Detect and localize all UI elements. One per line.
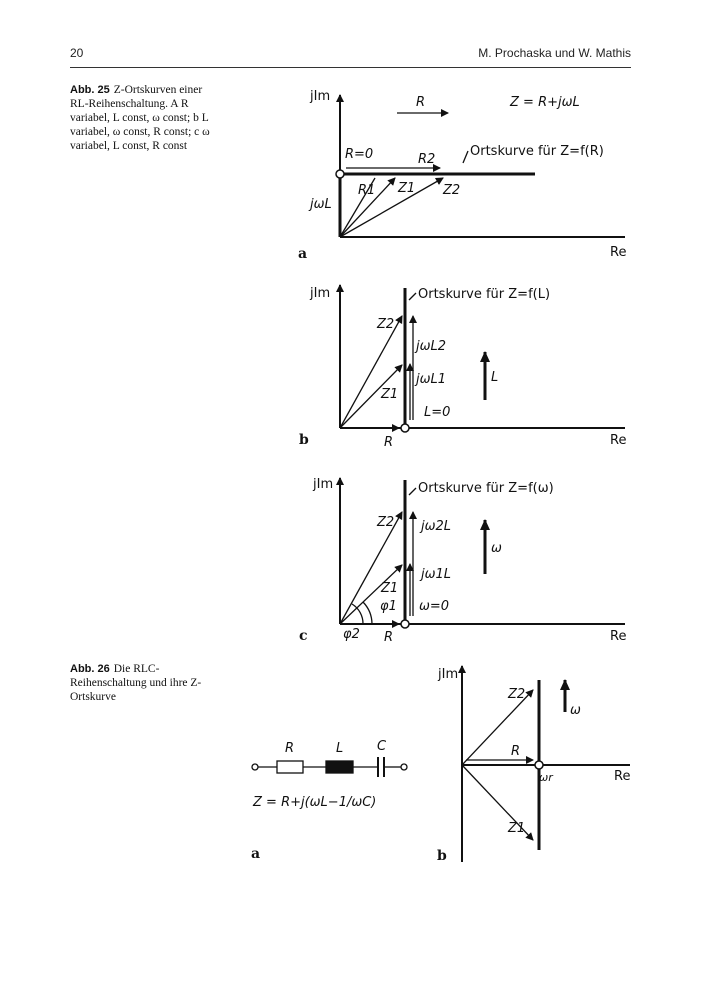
panel-label: c [299, 628, 308, 644]
x-axis-label: Re [610, 433, 626, 448]
panel-label: b [437, 848, 447, 864]
jwl2-label: jωL2 [414, 339, 446, 354]
jw2l-label: jω2L [419, 519, 451, 534]
omega-variable-label: ω [491, 541, 502, 556]
inductor-label: L [336, 741, 343, 756]
z2-phasor [339, 177, 444, 238]
phi2-arc [351, 603, 364, 625]
z1-label: Z1 [380, 581, 398, 596]
l0-point [400, 423, 410, 433]
z1-phasor [461, 764, 534, 841]
x-axis-label: Re [614, 769, 630, 784]
locus-leader [462, 150, 469, 164]
panel-label: a [298, 246, 307, 262]
w0-label: ω=0 [419, 599, 449, 614]
capacitor-label: C [377, 739, 387, 754]
z1-phasor [339, 177, 396, 238]
z1-phasor [339, 364, 403, 429]
figure-25-number: Abb. 25 [70, 84, 110, 96]
z2-label: Z2 [376, 515, 394, 530]
jw1l-label: jω1L [419, 567, 451, 582]
y-axis-label: jIm [309, 89, 330, 104]
header-rule [70, 67, 631, 68]
l-variable-label: L [491, 370, 498, 385]
formula: Z = R+jωL [509, 95, 580, 110]
z2-label: Z2 [442, 183, 460, 198]
r0-label: R=0 [345, 147, 373, 162]
figure-26b: jIm Re b Z2 Z1 R ωr ω [437, 665, 630, 864]
z1-label: Z1 [380, 387, 398, 402]
figure-25-caption-text: Z-Ortskurven einer RL-Reihenschaltung. A… [70, 84, 210, 152]
figure-25c: jIm Re c Ortskurve für Z=f(ω) Z2 jω2L jω… [299, 477, 626, 645]
z1-label: Z1 [507, 821, 525, 836]
terminal-left [251, 763, 259, 771]
locus-label: Ortskurve für Z=f(L) [418, 287, 550, 302]
r1-guide [339, 177, 376, 238]
figure-25a: jIm Re a R Z = R+jωL R=0 R2 R1 Z1 Z2 jωL… [298, 89, 626, 262]
terminal-right [400, 763, 408, 771]
running-header-authors: M. Prochaska und W. Mathis [478, 46, 631, 60]
r1-label: R1 [358, 183, 375, 198]
panel-label: b [299, 432, 309, 448]
formula: Z = R+j(ωL−1/ωC) [252, 795, 376, 810]
r-label: R [384, 435, 393, 450]
z1-label: Z1 [397, 181, 415, 196]
r-label: R [511, 744, 520, 759]
locus-label: Ortskurve für Z=f(R) [470, 144, 604, 159]
z1-phasor [339, 564, 403, 625]
panel-label: a [251, 846, 260, 862]
locus-leader [408, 487, 417, 496]
z2-label: Z2 [507, 687, 525, 702]
r2-label: R2 [418, 152, 435, 167]
r0-point [335, 169, 345, 179]
z2-phasor [339, 511, 403, 625]
resonance-point [534, 760, 544, 770]
phi1-label: φ1 [380, 599, 397, 614]
jwl-label: jωL [308, 197, 332, 212]
l0-label: L=0 [424, 405, 450, 420]
resistor-label: R [285, 741, 294, 756]
figure-26-number: Abb. 26 [70, 663, 110, 675]
locus-label: Ortskurve für Z=f(ω) [418, 481, 554, 496]
y-axis-label: jIm [312, 477, 333, 492]
figure-25b: jIm Re b Ortskurve für Z=f(L) Z2 jωL2 jω… [299, 284, 626, 450]
phi1-arc [362, 601, 373, 625]
figure-26-caption-text: Die RLC-Reihenschaltung und ihre Z-Ortsk… [70, 663, 202, 703]
x-axis-label: Re [610, 629, 626, 644]
r-direction-label: R [416, 95, 425, 110]
x-axis-label: Re [610, 245, 626, 260]
r-label: R [384, 630, 393, 645]
y-axis-label: jIm [309, 286, 330, 301]
z2-phasor [339, 315, 403, 429]
z2-label: Z2 [376, 317, 394, 332]
locus-leader [408, 292, 417, 301]
jwl1-label: jωL1 [414, 372, 446, 387]
phi2-label: φ2 [343, 627, 360, 642]
inductor-symbol [325, 760, 354, 774]
figure-26a: R L C Z = R+j(ωL−1/ωC) a [251, 739, 408, 862]
omega-variable-label: ω [570, 703, 581, 718]
z2-phasor [461, 689, 534, 766]
resistor-symbol [276, 760, 304, 774]
w0-point [400, 619, 410, 629]
omega-r-label: ωr [539, 771, 554, 784]
page-number: 20 [70, 46, 84, 60]
y-axis-label: jIm [437, 667, 458, 682]
